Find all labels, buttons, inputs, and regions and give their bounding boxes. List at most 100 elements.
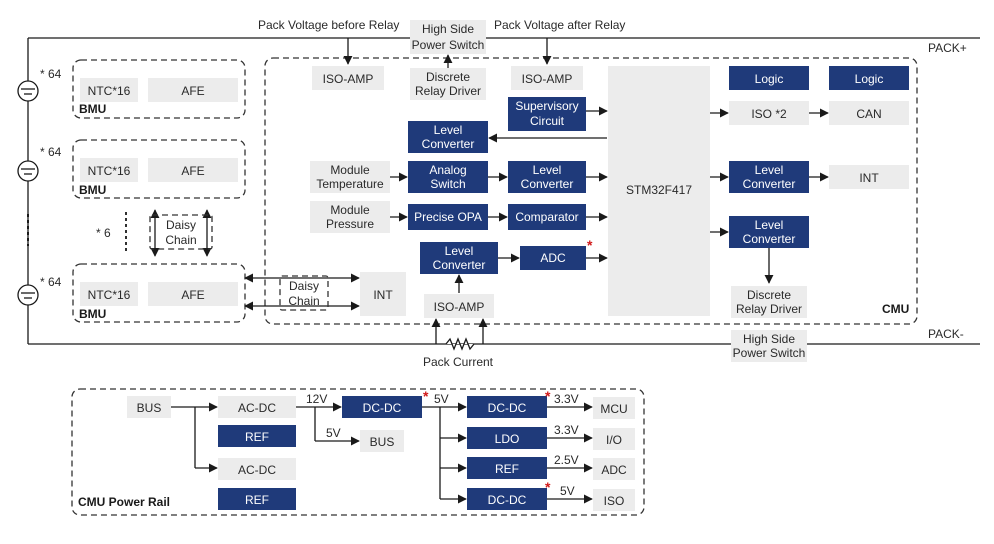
level-converter-5: Level Converter xyxy=(729,216,809,248)
bus-input: BUS xyxy=(127,396,171,418)
comparator: Comparator xyxy=(508,204,586,230)
svg-text:REF: REF xyxy=(245,493,269,507)
svg-text:ISO: ISO xyxy=(604,494,625,508)
svg-text:AC-DC: AC-DC xyxy=(238,463,276,477)
int-cmu-right: INT xyxy=(829,165,909,189)
svg-text:AFE: AFE xyxy=(181,84,204,98)
dc-dc-main: DC-DC xyxy=(342,396,422,418)
v5-label-3: 5V xyxy=(560,484,575,498)
bmu-module-2: NTC*16 AFE BMU xyxy=(72,139,246,199)
ref-2: REF xyxy=(218,488,296,510)
svg-text:High Side: High Side xyxy=(743,332,795,346)
svg-text:AFE: AFE xyxy=(181,288,204,302)
svg-text:NTC*16: NTC*16 xyxy=(88,84,131,98)
cell-group-2: * 64 xyxy=(17,145,62,182)
svg-text:Module: Module xyxy=(330,203,370,217)
v12-label: 12V xyxy=(306,392,327,406)
daisy-chain-bmu: Daisy Chain xyxy=(149,209,213,257)
svg-text:DC-DC: DC-DC xyxy=(488,493,527,507)
svg-text:REF: REF xyxy=(495,462,519,476)
svg-text:BMU: BMU xyxy=(79,307,106,321)
svg-text:Relay Driver: Relay Driver xyxy=(415,84,481,98)
adc-load: ADC xyxy=(593,458,635,480)
svg-text:ISO *2: ISO *2 xyxy=(751,107,787,121)
pack-current-label: Pack Current xyxy=(423,355,494,369)
voltage-after-relay-label: Pack Voltage after Relay xyxy=(494,18,625,32)
svg-text:Converter: Converter xyxy=(433,258,486,272)
dc-dc-iso: DC-DC xyxy=(467,488,547,510)
svg-text:I/O: I/O xyxy=(606,433,622,447)
svg-text:Supervisory: Supervisory xyxy=(515,99,578,113)
adc-star: * xyxy=(587,237,593,253)
module-pressure: Module Pressure xyxy=(310,201,390,233)
bus-output: BUS xyxy=(360,430,404,452)
module-temperature: Module Temperature xyxy=(310,161,390,193)
daisy-chain-cmu: Daisy Chain xyxy=(244,273,360,311)
cell-count-2: * 64 xyxy=(40,145,62,159)
svg-text:Discrete: Discrete xyxy=(747,288,791,302)
dc-dc-mcu: DC-DC xyxy=(467,396,547,418)
iso-amp-2: ISO-AMP xyxy=(511,66,583,90)
svg-text:ADC: ADC xyxy=(540,251,566,265)
level-converter-3: Level Converter xyxy=(420,242,498,274)
svg-text:High Side: High Side xyxy=(422,22,474,36)
discrete-relay-driver-top: Discrete Relay Driver xyxy=(410,68,486,100)
supervisory-circuit: Supervisory Circuit xyxy=(508,97,586,131)
v33-label-2: 3.3V xyxy=(554,423,579,437)
bmu-count-label: * 6 xyxy=(96,226,111,240)
svg-text:Level: Level xyxy=(755,218,784,232)
svg-text:ADC: ADC xyxy=(601,463,627,477)
int-cmu-left: INT xyxy=(360,272,406,316)
svg-text:Logic: Logic xyxy=(755,72,784,86)
v25-label: 2.5V xyxy=(554,453,579,467)
svg-text:ISO-AMP: ISO-AMP xyxy=(522,72,573,86)
voltage-before-relay-label: Pack Voltage before Relay xyxy=(258,18,399,32)
pack-minus-label: PACK- xyxy=(928,327,964,341)
svg-text:Converter: Converter xyxy=(521,177,574,191)
svg-text:AFE: AFE xyxy=(181,164,204,178)
ref-1: REF xyxy=(218,425,296,447)
dc-dc-main-star: * xyxy=(423,388,429,404)
svg-text:Power Switch: Power Switch xyxy=(412,38,485,52)
cmu-container xyxy=(264,57,918,325)
logic-2: Logic xyxy=(829,66,909,90)
adc-cmu: ADC xyxy=(520,246,586,270)
svg-text:Level: Level xyxy=(445,244,474,258)
svg-text:Converter: Converter xyxy=(743,232,796,246)
svg-text:NTC*16: NTC*16 xyxy=(88,288,131,302)
precise-opa: Precise OPA xyxy=(408,204,488,230)
svg-text:Logic: Logic xyxy=(855,72,884,86)
iso-amp-3: ISO-AMP xyxy=(424,294,494,318)
svg-text:LDO: LDO xyxy=(495,432,520,446)
stm32-mcu: STM32F417 xyxy=(608,66,710,316)
svg-text:Chain: Chain xyxy=(288,294,319,308)
svg-text:Level: Level xyxy=(434,123,463,137)
mcu-load: MCU xyxy=(593,397,635,419)
svg-text:DC-DC: DC-DC xyxy=(363,401,402,415)
iso-load: ISO xyxy=(593,489,635,511)
power-rail-label: CMU Power Rail xyxy=(78,495,170,509)
iso-amp-1: ISO-AMP xyxy=(312,66,384,90)
high-side-switch-bottom: High Side Power Switch xyxy=(731,330,807,362)
svg-text:ISO-AMP: ISO-AMP xyxy=(434,300,485,314)
svg-text:INT: INT xyxy=(859,171,879,185)
svg-text:Converter: Converter xyxy=(743,177,796,191)
svg-text:Pressure: Pressure xyxy=(326,217,374,231)
ac-dc-2: AC-DC xyxy=(218,458,296,480)
ldo: LDO xyxy=(467,427,547,449)
v5-label-1: 5V xyxy=(326,426,341,440)
svg-text:Circuit: Circuit xyxy=(530,114,565,128)
cell-count-3: * 64 xyxy=(40,275,62,289)
svg-text:Module: Module xyxy=(330,163,370,177)
svg-text:AC-DC: AC-DC xyxy=(238,401,276,415)
svg-text:INT: INT xyxy=(373,288,393,302)
svg-text:Temperature: Temperature xyxy=(316,177,384,191)
cmu-label: CMU xyxy=(882,302,909,316)
v33-label-1: 3.3V xyxy=(554,392,579,406)
v5-label-2: 5V xyxy=(434,392,449,406)
iso-2: ISO *2 xyxy=(729,101,809,125)
svg-text:ISO-AMP: ISO-AMP xyxy=(323,72,374,86)
pack-plus-label: PACK+ xyxy=(928,41,967,55)
pack-current-shunt: Pack Current xyxy=(423,318,494,369)
